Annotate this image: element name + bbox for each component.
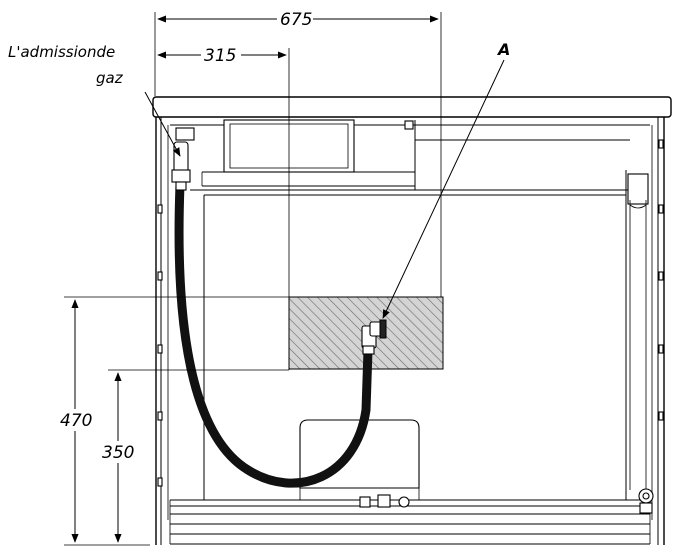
back-panel: [190, 170, 628, 500]
adjustable-foot: [638, 488, 654, 514]
dimension-overall-width: 675: [280, 10, 312, 30]
callout-leaders: [144, 59, 505, 319]
gas-hose: [174, 180, 373, 488]
gas-inlet-fitting-icon: [171, 141, 191, 191]
gas-inlet-label-line1: L'admissionde: [8, 43, 115, 61]
right-wall-studs: [658, 139, 664, 421]
control-box: [201, 119, 630, 190]
appliance-rear-view: [152, 96, 672, 545]
callout-a-label: A: [496, 40, 510, 59]
dimension-height-top: 470: [60, 411, 92, 431]
base-rails: [169, 494, 651, 545]
right-side-rails: [627, 173, 649, 490]
dimension-height-bottom: 350: [102, 443, 134, 463]
elbow-connector-icon: [361, 319, 387, 355]
dimension-inlet-offset: 315: [204, 46, 236, 66]
gas-inlet-label-line2: gaz: [96, 69, 124, 87]
left-wall-studs: [157, 204, 163, 487]
